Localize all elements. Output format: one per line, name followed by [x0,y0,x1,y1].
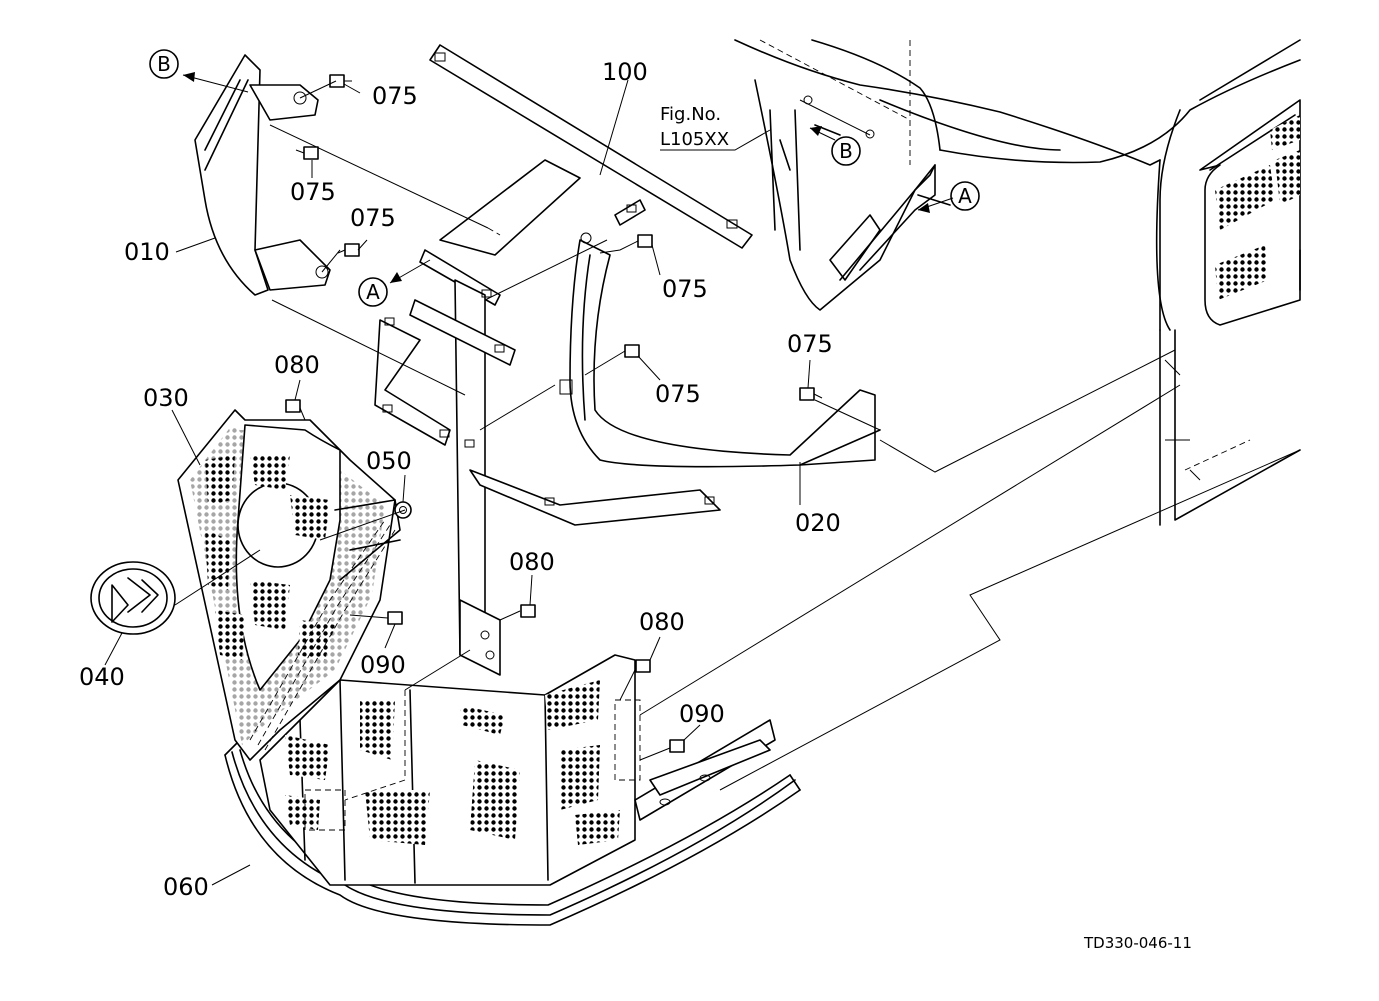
part-label-090: 090 [360,651,406,679]
part-label-040: 040 [79,663,125,691]
callout-a-circle-ref [950,181,980,211]
bolt-075-icon [329,74,352,88]
callout-a-label-ref: A [958,184,972,208]
callout-arrows [182,72,954,284]
callout-a-label: A [366,280,380,304]
assembly-lines [299,80,1301,791]
bolt-090-icon [387,611,403,625]
bolt-080-icon [520,604,536,618]
callout-b-circle [149,49,179,79]
callout-b-circle-ref [831,136,861,166]
bolt-080-icon [635,659,651,673]
bolt-075-icon [337,243,360,257]
frame-bracket-100 [374,44,753,676]
part-label-080: 080 [274,351,320,379]
part-label-080: 080 [509,548,555,576]
emblem-040 [90,549,261,635]
lower-right-bracket [634,719,776,821]
part-label-075: 075 [350,204,396,232]
part-label-050: 050 [366,447,412,475]
bolt-080-icon [285,399,301,413]
bolt-075-icon [637,234,653,248]
leader-lines [104,79,811,886]
figure-ref-title: Fig.No. [660,104,721,125]
callout-a-circle [358,277,388,307]
bolt-075-icon [799,387,823,401]
hood-body [734,39,1301,526]
side-bracket-020 [559,232,881,468]
figure-ref-leader [660,129,771,151]
diagram-code: TD330-046-11 [1083,934,1192,952]
part-label-010: 010 [124,238,170,266]
part-label-060: 060 [163,873,209,901]
part-label-090: 090 [679,700,725,728]
figure-ref-number: L105XX [660,129,729,150]
part-label-080: 080 [639,608,685,636]
part-label-075: 075 [372,82,418,110]
callout-b-label-ref: B [839,139,853,163]
fasteners [285,74,823,753]
bolt-075-icon [624,344,640,358]
side-cover-010 [194,54,501,396]
part-label-075: 075 [662,275,708,303]
part-label-100: 100 [602,58,648,86]
part-label-075: 075 [655,380,701,408]
bumper-rail-060 [224,739,801,926]
hood-bracket-detail [754,79,951,311]
bolt-090-icon [669,739,685,753]
nut-050-icon [394,501,412,519]
part-label-030: 030 [143,384,189,412]
part-label-075: 075 [787,330,833,358]
bolt-075-icon [295,146,319,160]
front-grille-030 [177,409,641,886]
part-label-020: 020 [795,509,841,537]
callout-b-label: B [157,52,171,76]
part-label-075: 075 [290,178,336,206]
